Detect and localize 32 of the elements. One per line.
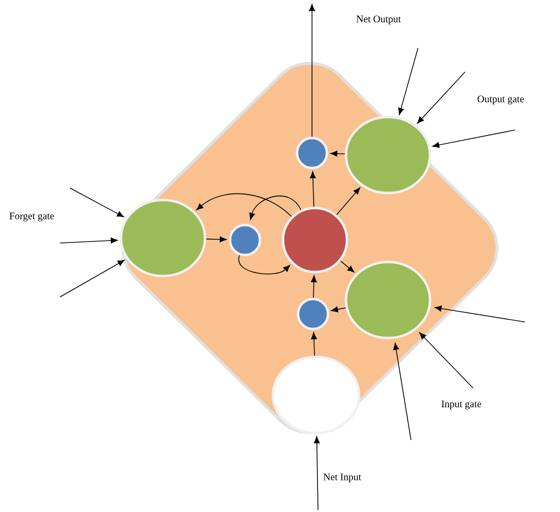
arrow <box>314 436 320 510</box>
arrow <box>432 130 516 148</box>
text-label: Output gate <box>478 96 524 104</box>
text-label: Net Input <box>323 474 362 482</box>
gate-ellipse <box>344 260 432 340</box>
arrow <box>238 254 290 274</box>
arrow <box>331 306 346 312</box>
arrow <box>311 332 317 356</box>
arrow <box>336 187 360 216</box>
arrow <box>249 196 302 220</box>
arrow <box>398 48 418 115</box>
arrow <box>60 260 125 298</box>
gate-ellipse <box>344 116 432 194</box>
arrow <box>393 342 412 440</box>
arrow <box>310 275 317 298</box>
input-circle <box>272 356 360 434</box>
text-label: Net Output <box>356 16 401 24</box>
arrow <box>206 236 227 242</box>
text-label: Forget gate <box>9 212 54 222</box>
text-label: Input gate <box>442 400 482 410</box>
arrow <box>60 238 118 244</box>
arrow <box>196 193 292 217</box>
arrow <box>417 72 466 124</box>
gate-ellipse <box>120 198 206 278</box>
arrow <box>419 332 474 388</box>
arrow <box>434 306 526 322</box>
arrow <box>330 150 346 157</box>
arrow <box>310 171 316 208</box>
cell-circle <box>282 206 348 274</box>
arrow <box>340 260 354 272</box>
arrow <box>309 4 315 138</box>
arrow <box>70 188 124 218</box>
